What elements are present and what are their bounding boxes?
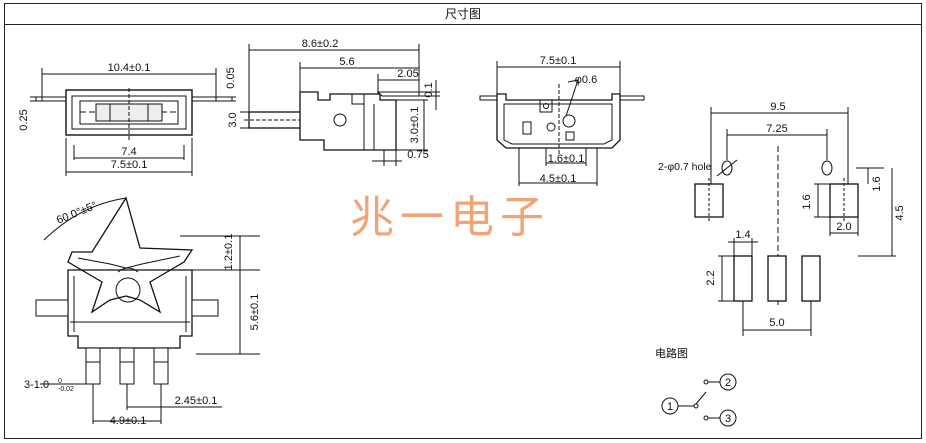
dim-actuator-body-height: 5.6±0.1 bbox=[249, 294, 261, 331]
dim-pin-offset: 2.45±0.1 bbox=[175, 395, 218, 407]
dim-body-height: 3.0±0.1 bbox=[409, 107, 421, 144]
dim-hole-label: 2-φ0.7 hole bbox=[658, 161, 712, 173]
dim-lever-rise: 1.2±0.1 bbox=[223, 234, 235, 271]
dim-total-length: 8.6±0.2 bbox=[302, 38, 339, 50]
dim-angle: 60.0°±5° bbox=[55, 200, 99, 227]
actuator-view bbox=[35, 196, 260, 424]
dim-pin-pitch: 4.9±0.1 bbox=[110, 415, 147, 427]
circuit-pin-1: 1 bbox=[667, 401, 673, 413]
dim-lever-length: 5.6 bbox=[339, 56, 354, 68]
side-view bbox=[240, 44, 440, 166]
dim-pad-width: 2.0 bbox=[836, 221, 851, 233]
dim-vertical-span: 4.5 bbox=[894, 205, 906, 220]
dim-height-small: 0.05 bbox=[225, 67, 237, 88]
circuit-title: 电路图 bbox=[655, 347, 688, 360]
dim-lever-height: 3.0 bbox=[227, 112, 239, 127]
dim-offset-small: 0.25 bbox=[18, 109, 30, 130]
top-view bbox=[30, 68, 236, 176]
dim-inner-spacing: 1.6±0.1 bbox=[548, 153, 585, 165]
dim-hole-spacing: 7.25 bbox=[766, 123, 787, 135]
dim-pin-width: 1.4 bbox=[735, 229, 750, 241]
watermark-text: 兆一电子 bbox=[350, 192, 550, 243]
circuit-diagram bbox=[661, 373, 737, 427]
dim-body-width: 7.5±0.1 bbox=[111, 159, 148, 171]
dim-front-width: 7.5±0.1 bbox=[540, 55, 577, 67]
circuit-pin-2: 2 bbox=[725, 377, 731, 389]
dim-pin-span: 5.0 bbox=[769, 317, 784, 329]
dim-pin-tol-lower: -0.02 bbox=[58, 386, 74, 393]
dim-pin-label: 3-1.0 bbox=[24, 379, 49, 391]
dim-pad-size: 1.6 bbox=[801, 194, 813, 209]
drawing-border bbox=[4, 24, 922, 439]
dim-inner-width: 7.4 bbox=[121, 146, 136, 158]
pcb-layout bbox=[694, 107, 896, 336]
dim-pin-diameter: φ0.6 bbox=[575, 74, 597, 86]
page-title: 尺寸图 bbox=[4, 3, 922, 24]
dim-width-total: 10.4±0.1 bbox=[108, 62, 151, 74]
dim-pcb-total-width: 9.5 bbox=[770, 101, 785, 113]
dim-pad-gap: 1.6 bbox=[871, 176, 883, 191]
front-view bbox=[479, 61, 645, 186]
circuit-pin-3: 3 bbox=[725, 413, 731, 425]
dim-foot-width: 0.75 bbox=[407, 149, 428, 161]
dim-pin-height: 2.2 bbox=[705, 270, 717, 285]
dim-tab-length: 2.05 bbox=[397, 68, 418, 80]
dim-base-width: 4.5±0.1 bbox=[540, 173, 577, 185]
dim-pin-tol-upper: 0 bbox=[58, 378, 62, 385]
dim-tab-thickness: 0.1 bbox=[423, 82, 435, 97]
